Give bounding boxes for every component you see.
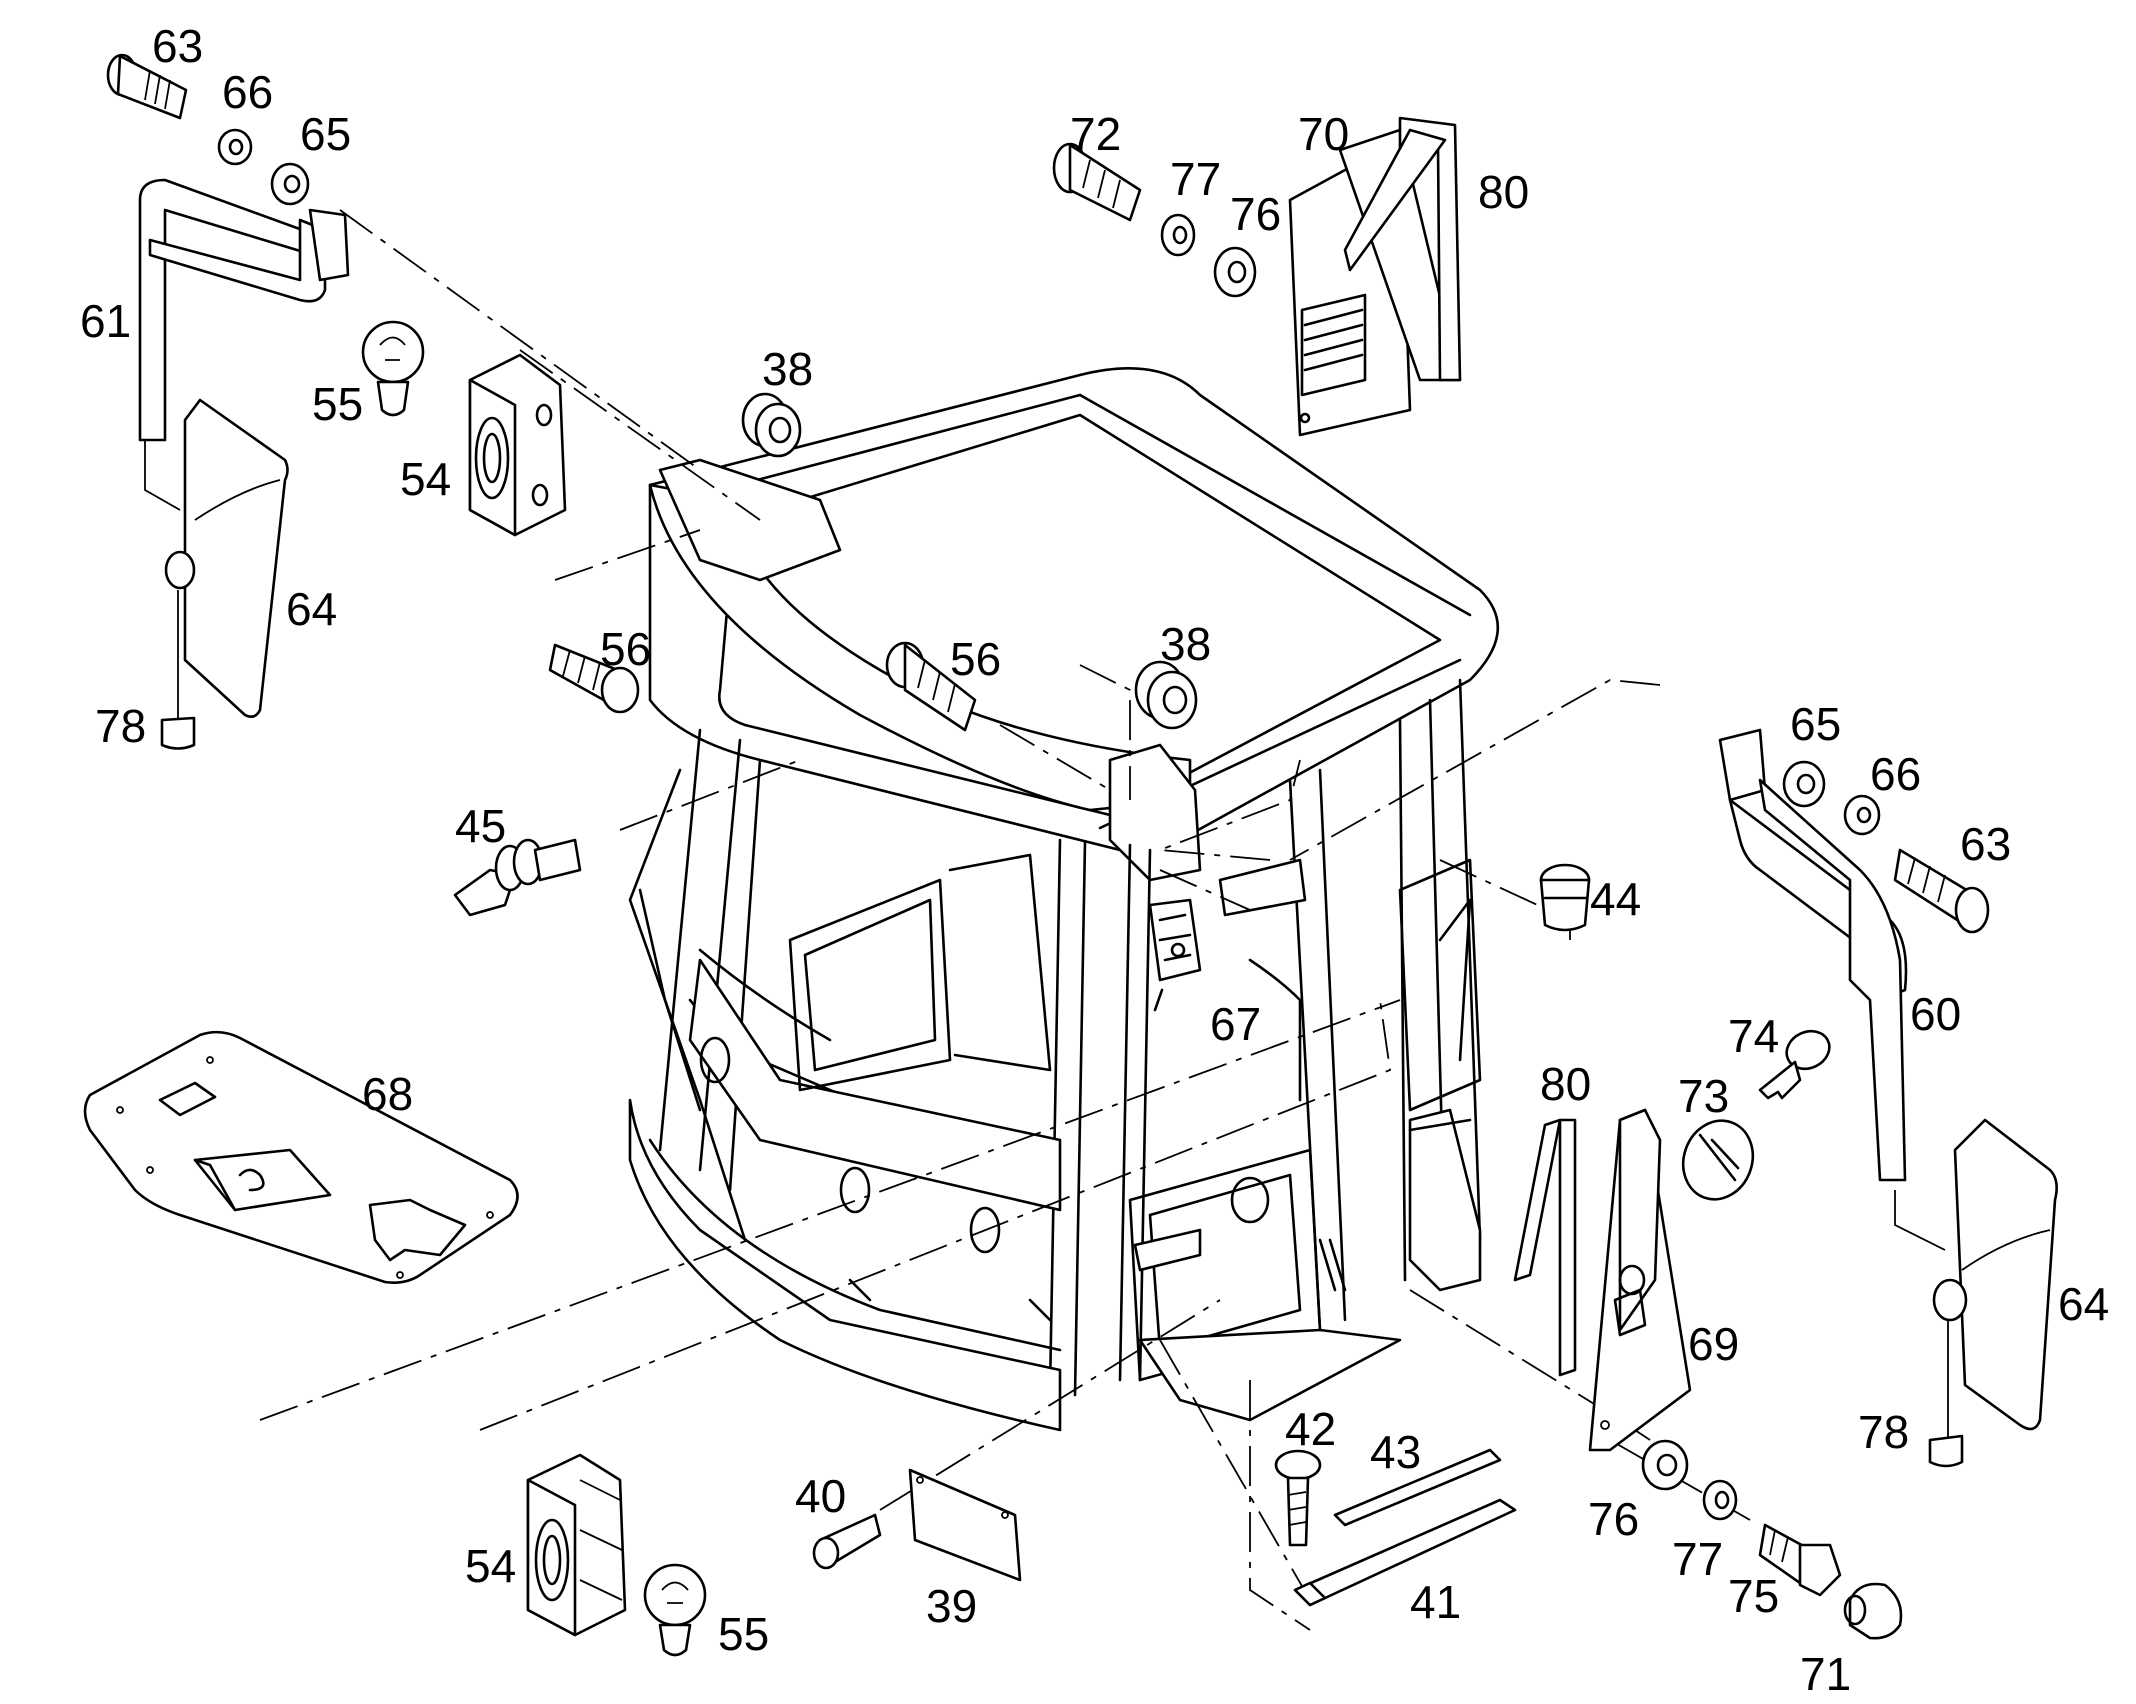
label-68: 68 xyxy=(362,1068,413,1120)
label-60: 60 xyxy=(1910,988,1961,1040)
label-78: 78 xyxy=(95,700,146,752)
label-77: 77 xyxy=(1170,153,1221,205)
label-76-bottom: 76 xyxy=(1588,1493,1639,1545)
washer-icon xyxy=(1641,1439,1689,1491)
cap-nut-icon xyxy=(1843,1582,1903,1640)
bolt-icon xyxy=(1758,1523,1842,1597)
grommet-icon xyxy=(741,392,802,458)
label-43: 43 xyxy=(1370,1426,1421,1478)
label-64-right: 64 xyxy=(2058,1278,2109,1330)
strip-41 xyxy=(1293,1498,1517,1607)
label-44: 44 xyxy=(1590,873,1641,925)
washer-icon xyxy=(1702,1479,1738,1521)
plug-icon xyxy=(1539,863,1591,932)
washer-icon xyxy=(1213,246,1257,298)
bolt-icon xyxy=(1052,142,1142,222)
label-56: 56 xyxy=(600,623,651,675)
label-54: 54 xyxy=(400,453,451,505)
label-64: 64 xyxy=(286,583,337,635)
mirror-icon xyxy=(164,398,289,718)
washer-icon xyxy=(1160,213,1196,257)
label-67: 67 xyxy=(1210,998,1261,1050)
cab-frame-icon xyxy=(628,367,1500,1432)
label-42: 42 xyxy=(1285,1403,1336,1455)
mirror-assembly-left xyxy=(106,53,350,750)
label-66: 66 xyxy=(222,66,273,118)
bolt-icon xyxy=(106,53,188,120)
part-labels: 63 66 65 61 55 54 64 78 56 38 72 77 76 7… xyxy=(80,20,2109,1700)
label-73: 73 xyxy=(1678,1070,1729,1122)
label-63: 63 xyxy=(152,20,203,72)
label-80-right: 80 xyxy=(1540,1058,1591,1110)
label-38: 38 xyxy=(762,343,813,395)
label-65: 65 xyxy=(300,108,351,160)
label-80: 80 xyxy=(1478,166,1529,218)
lamp-icon xyxy=(468,353,567,537)
key-icon xyxy=(1758,1029,1831,1100)
label-77-bottom: 77 xyxy=(1672,1533,1723,1585)
side-panel-70 xyxy=(1288,116,1462,437)
knob-icon xyxy=(1681,1119,1755,1201)
washer-icon xyxy=(217,128,253,166)
strip-43 xyxy=(1333,1448,1502,1527)
label-75: 75 xyxy=(1728,1570,1779,1622)
label-72: 72 xyxy=(1070,108,1121,160)
side-panel-69 xyxy=(1588,1108,1692,1452)
bulb-icon xyxy=(361,320,425,417)
plate-icon xyxy=(908,1468,1022,1582)
label-41: 41 xyxy=(1410,1576,1461,1628)
bolt-icon xyxy=(1274,1449,1322,1547)
label-45: 45 xyxy=(455,800,506,852)
label-76: 76 xyxy=(1230,188,1281,240)
label-70: 70 xyxy=(1298,108,1349,160)
label-55: 55 xyxy=(312,378,363,430)
label-66-right: 66 xyxy=(1870,748,1921,800)
antenna-connector-icon xyxy=(453,838,582,917)
strip-80b xyxy=(1513,1118,1577,1377)
label-69: 69 xyxy=(1688,1318,1739,1370)
label-56-center: 56 xyxy=(950,633,1001,685)
bolt-icon xyxy=(885,641,977,732)
bolt-icon xyxy=(548,643,640,714)
label-61: 61 xyxy=(80,295,131,347)
label-54-bottom: 54 xyxy=(465,1540,516,1592)
bulb-icon xyxy=(643,1563,707,1657)
pin-icon xyxy=(812,1513,882,1570)
plate-icon xyxy=(83,1030,519,1284)
washer-icon xyxy=(1782,760,1826,808)
washer-icon xyxy=(1843,794,1881,836)
label-63-right: 63 xyxy=(1960,818,2011,870)
mirror-assembly-right xyxy=(1718,728,2058,1468)
switch-icon xyxy=(1148,898,1202,1012)
washer-icon xyxy=(270,162,310,206)
bolt-icon xyxy=(1893,848,1990,934)
lamp-icon xyxy=(526,1453,627,1637)
vent-slots xyxy=(1300,293,1367,397)
label-39: 39 xyxy=(926,1580,977,1632)
label-65-right: 65 xyxy=(1790,698,1841,750)
mirror-icon xyxy=(1932,1118,2058,1431)
label-38-center: 38 xyxy=(1160,618,1211,670)
label-40: 40 xyxy=(795,1470,846,1522)
grommet-icon xyxy=(1134,660,1198,730)
label-55-bottom: 55 xyxy=(718,1608,769,1660)
label-78-right: 78 xyxy=(1858,1406,1909,1458)
label-74: 74 xyxy=(1728,1010,1779,1062)
label-71: 71 xyxy=(1800,1648,1851,1700)
